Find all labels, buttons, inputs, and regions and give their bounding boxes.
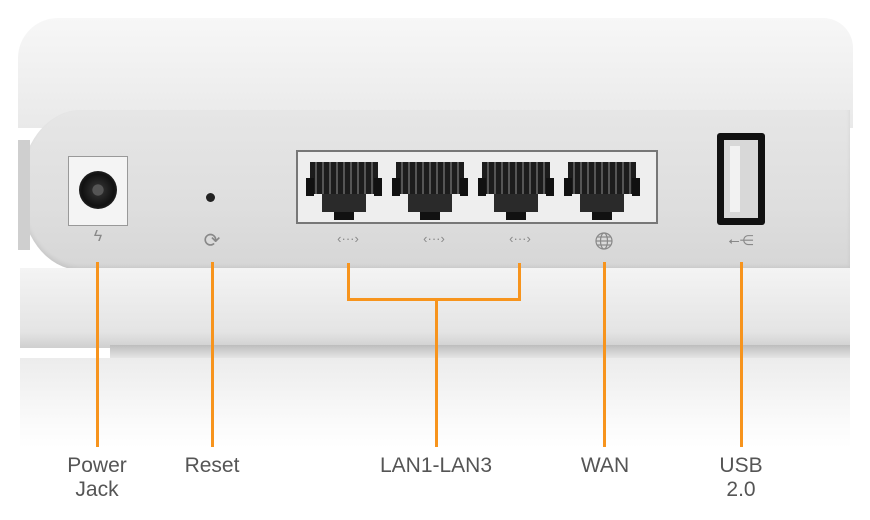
lan1-callout-line xyxy=(347,263,350,301)
lan1-icon: ‹···› xyxy=(337,231,359,246)
wan-label: WAN xyxy=(580,454,630,477)
globe-icon xyxy=(595,232,613,250)
power-jack-label: Power Jack xyxy=(37,454,157,502)
ethernet-port-block xyxy=(296,150,658,224)
lan-callout-line xyxy=(435,298,438,447)
wan-port xyxy=(564,162,640,220)
reset-pinhole xyxy=(206,193,215,202)
lan2-icon: ‹···› xyxy=(423,231,445,246)
lan2-port xyxy=(392,162,468,220)
wan-callout-line xyxy=(603,262,606,447)
lan1-port xyxy=(306,162,382,220)
power-jack-port xyxy=(68,156,128,226)
usb-port xyxy=(717,133,765,225)
reset-label: Reset xyxy=(184,454,240,477)
usb-label: USB 2.0 xyxy=(681,454,801,502)
power-jack-label-line2: Jack xyxy=(75,478,119,501)
usb-label-line1: USB xyxy=(719,454,763,477)
router-top-shell xyxy=(18,18,853,128)
lan-bracket-line xyxy=(347,298,521,301)
router-shadow xyxy=(110,345,850,359)
usb-label-line2: 2.0 xyxy=(726,478,756,501)
router-side-edge xyxy=(18,140,30,250)
lan3-callout-line xyxy=(518,263,521,301)
power-jack-label-line1: Power xyxy=(67,454,127,477)
reset-arrows-icon: ⟳ xyxy=(203,230,221,252)
usb-icon: ⭠⋲ xyxy=(728,232,754,248)
power-jack-callout-line xyxy=(96,262,99,447)
lan3-icon: ‹···› xyxy=(509,231,531,246)
lan-label: LAN1-LAN3 xyxy=(379,454,493,477)
reset-callout-line xyxy=(211,262,214,447)
lan3-port xyxy=(478,162,554,220)
lightning-bolt-icon: ϟ xyxy=(93,228,103,245)
usb-callout-line xyxy=(740,262,743,447)
